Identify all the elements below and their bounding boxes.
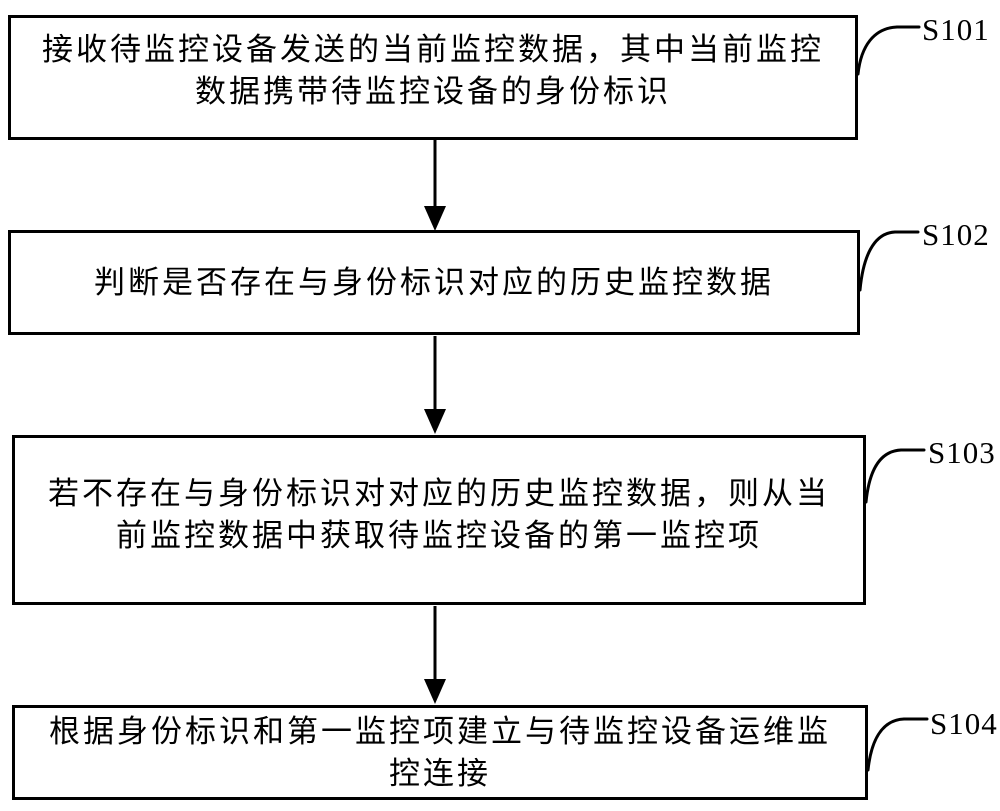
flow-arrow-1 [424, 139, 446, 231]
step-text-line: 根据身份标识和第一监控项建立与待监控设备运维监 [49, 713, 831, 749]
step-label-s103: S103 [928, 435, 996, 470]
reference-line-s102 [858, 230, 920, 292]
flow-arrow-3 [424, 606, 446, 704]
step-text-line: 若不存在与身份标识对对应的历史监控数据，则从当 [48, 476, 830, 511]
step-text-line: 控连接 [389, 755, 491, 791]
step-box-s103: 若不存在与身份标识对对应的历史监控数据，则从当 前监控数据中获取待监控设备的第一… [12, 435, 866, 605]
step-text-line: 前监控数据中获取待监控设备的第一监控项 [116, 518, 762, 553]
step-label-s101: S101 [922, 12, 990, 47]
step-text-line: 接收待监控设备发送的当前监控数据，其中当前监控 [42, 31, 824, 67]
step-label-s104: S104 [930, 706, 998, 741]
step-label-s102: S102 [922, 217, 990, 252]
step-box-s101: 接收待监控设备发送的当前监控数据，其中当前监控 数据携带待监控设备的身份标识 [8, 15, 858, 140]
step-text-line: 数据携带待监控设备的身份标识 [195, 73, 671, 109]
reference-line-s101 [856, 25, 921, 76]
flow-arrow-2 [424, 336, 446, 434]
step-box-s104: 根据身份标识和第一监控项建立与待监控设备运维监 控连接 [12, 705, 868, 800]
step-box-s102: 判断是否存在与身份标识对应的历史监控数据 [8, 230, 860, 335]
reference-line-s103 [864, 448, 926, 504]
step-text-line: 判断是否存在与身份标识对应的历史监控数据 [94, 264, 774, 300]
reference-line-s104 [866, 717, 929, 772]
